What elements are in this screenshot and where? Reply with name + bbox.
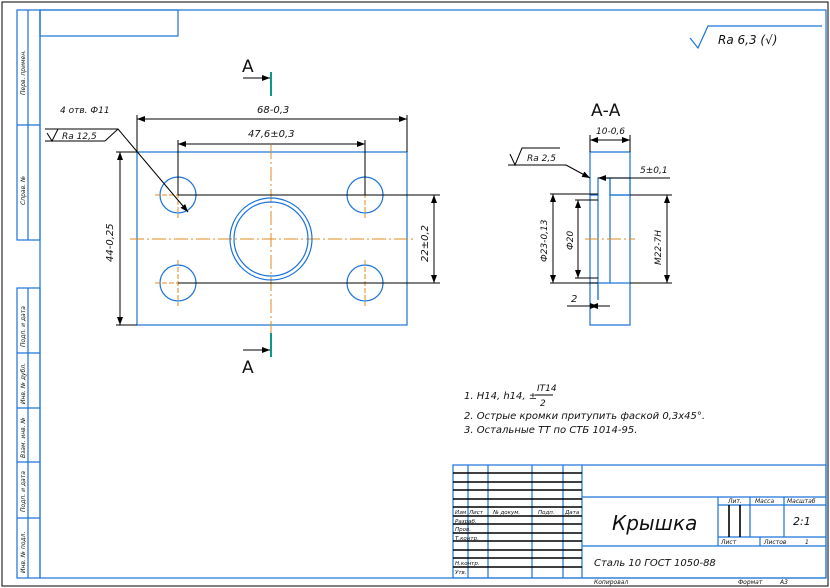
title-block: Изм Лист № докум. Подп. Дата Разраб. Про… [452, 464, 827, 586]
svg-text:Лит.: Лит. [727, 498, 742, 505]
svg-text:Подп.: Подп. [538, 510, 555, 516]
inner-frame [39, 9, 827, 579]
svg-text:А: А [242, 358, 254, 378]
dim-hole-spacing-y: 22±0,2 [420, 225, 431, 262]
svg-text:А3: А3 [779, 579, 788, 586]
strip-label: Справ. № [20, 176, 27, 205]
main-view: 68-0,3 47,6±0,3 44-0,25 22±0,2 4 отв. Ф1… [45, 57, 440, 378]
side-strip-bottom: Подп. и дата Инв. № дубл. Взам. инв. № П… [16, 287, 41, 579]
strip-label: Подп. и дата [20, 471, 27, 512]
section-roughness: Ra 2,5 [527, 154, 556, 164]
svg-text:Т.контр.: Т.контр. [455, 536, 479, 542]
holes-note: 4 отв. Ф11 [60, 106, 110, 116]
svg-text:Лист: Лист [720, 539, 737, 546]
svg-text:Утв.: Утв. [455, 570, 467, 576]
material: Сталь 10 ГОСТ 1050-88 [594, 558, 716, 569]
section-label: А-А [591, 101, 621, 121]
svg-text:№ докум.: № докум. [492, 510, 520, 516]
svg-text:Лист: Лист [468, 510, 484, 516]
strip-label: Инв. № дубл. [20, 363, 27, 404]
svg-text:1. H14, h14, ±: 1. H14, h14, ± [464, 391, 537, 402]
svg-text:3. Остальные ТТ по СТБ 1014-95: 3. Остальные ТТ по СТБ 1014-95. [464, 425, 637, 436]
svg-text:IT14: IT14 [537, 384, 557, 394]
dim-overall-width: 68-0,3 [257, 105, 289, 116]
holes-roughness: Ra 12,5 [62, 132, 97, 142]
dim-step-depth: 5±0,1 [640, 166, 668, 176]
svg-text:Листов: Листов [763, 539, 787, 546]
scale-value: 2:1 [793, 515, 811, 528]
thread-hole [229, 197, 313, 281]
general-roughness: Ra 6,3 (√) [689, 25, 822, 50]
svg-text:А: А [242, 57, 254, 77]
side-strip-top: Перв. примен. Справ. № [16, 9, 41, 241]
dim-bore-outer: Ф23-0,13 [540, 219, 550, 262]
dim-thread: M22-7H [654, 230, 664, 265]
strip-label: Инв. № подл. [20, 532, 27, 573]
strip-label: Подп. и дата [20, 306, 27, 347]
svg-text:Копировал: Копировал [594, 579, 628, 586]
svg-text:1: 1 [805, 539, 809, 546]
svg-text:Н.контр.: Н.контр. [455, 561, 480, 567]
svg-text:2. Острые кромки притупить фас: 2. Острые кромки притупить фаской 0,3x45… [464, 411, 705, 422]
svg-text:Разраб.: Разраб. [455, 519, 477, 525]
dim-hole-spacing-x: 47,6±0,3 [248, 129, 295, 140]
svg-text:Изм: Изм [455, 510, 466, 516]
svg-text:Масштаб: Масштаб [787, 498, 816, 505]
dim-bore-inner: Ф20 [566, 231, 576, 250]
strip-label: Перв. примен. [20, 50, 27, 95]
svg-text:Пров.: Пров. [455, 527, 471, 533]
svg-text:Ra 6,3 (√): Ra 6,3 (√) [718, 33, 777, 47]
svg-text:Формат: Формат [738, 579, 763, 586]
svg-text:2: 2 [540, 399, 546, 409]
svg-text:Масса: Масса [755, 498, 774, 505]
part-title: Крышка [612, 511, 697, 535]
dim-chamfer: 2 [571, 294, 577, 305]
dim-overall-height: 44-0,25 [105, 223, 116, 262]
technical-notes: 1. H14, h14, ± IT14 2 2. Острые кромки п… [464, 384, 705, 436]
top-left-box [39, 9, 179, 37]
strip-label: Взам. инв. № [20, 417, 27, 458]
dim-thickness: 10-0,6 [596, 127, 625, 137]
section-view: А-А 10-0,6 5±0,1 Ф23-0,13 Ф20 M22-7H 2 [508, 101, 672, 326]
svg-text:Дата: Дата [564, 510, 580, 516]
